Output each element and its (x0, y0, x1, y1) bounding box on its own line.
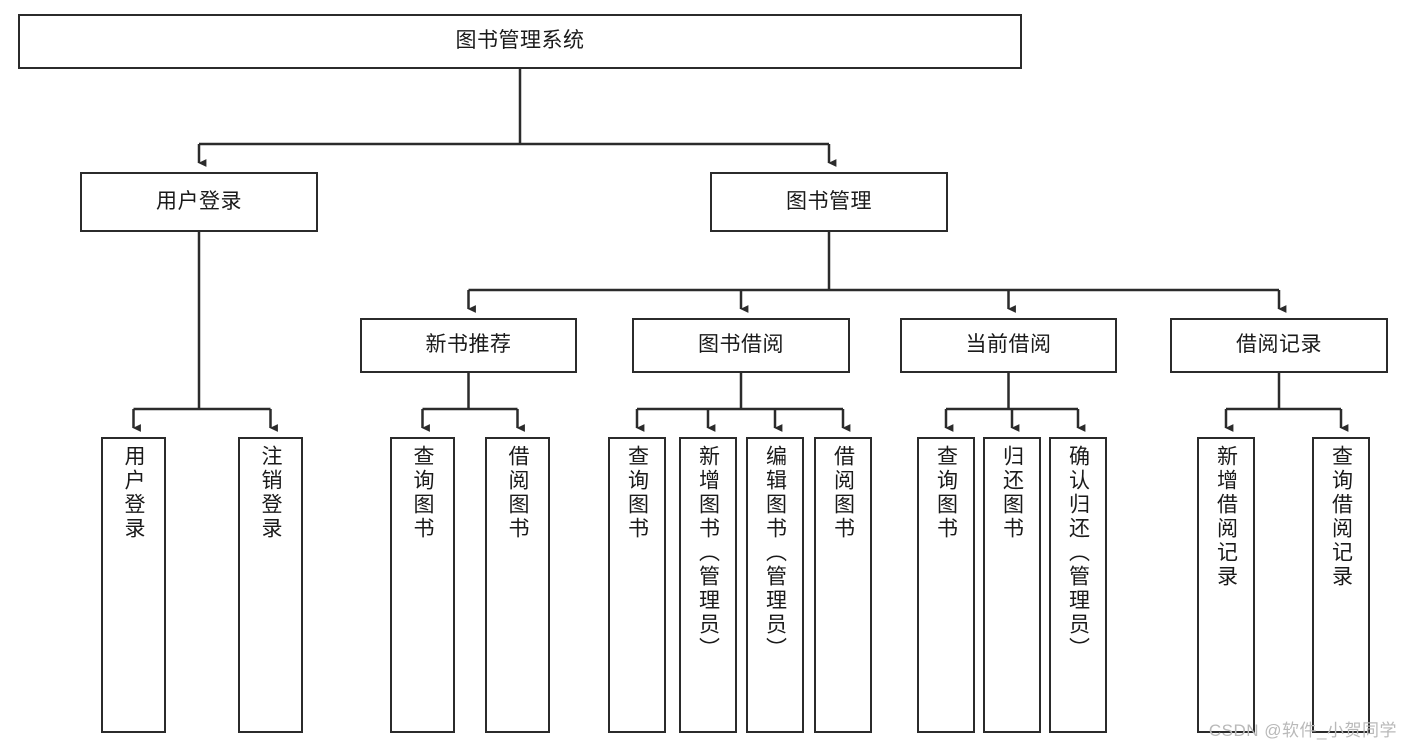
node-label: 图书管理 (786, 189, 872, 213)
node-leaf-logout[interactable]: 注销登录 (238, 437, 303, 733)
node-book-management[interactable]: 图书管理 (710, 172, 948, 232)
node-leaf-query-book-2[interactable]: 查询图书 (608, 437, 666, 733)
node-label: 查询图书 (625, 445, 649, 541)
node-label: 图书管理系统 (455, 29, 585, 53)
node-leaf-confirm-return[interactable]: 确认归还（管理员） (1049, 437, 1107, 733)
node-label: 图书借阅 (698, 333, 784, 357)
watermark: CSDN @软件_小贺同学 (1208, 721, 1397, 740)
node-label: 查询图书 (411, 445, 434, 541)
node-user-login[interactable]: 用户登录 (80, 172, 318, 232)
node-borrow-record[interactable]: 借阅记录 (1170, 318, 1388, 373)
node-leaf-query-book-3[interactable]: 查询图书 (917, 437, 975, 733)
node-leaf-add-record[interactable]: 新增借阅记录 (1197, 437, 1255, 733)
node-leaf-edit-book[interactable]: 编辑图书（管理员） (746, 437, 804, 733)
node-label: 注销登录 (259, 445, 282, 541)
node-label: 查询图书 (934, 445, 958, 541)
node-leaf-query-book-1[interactable]: 查询图书 (390, 437, 455, 733)
node-leaf-borrow-book-2[interactable]: 借阅图书 (814, 437, 872, 733)
node-current-borrow[interactable]: 当前借阅 (900, 318, 1117, 373)
node-label: 查询借阅记录 (1329, 445, 1353, 589)
node-new-book-recommend[interactable]: 新书推荐 (360, 318, 577, 373)
node-root[interactable]: 图书管理系统 (18, 14, 1022, 69)
node-label: 用户登录 (156, 189, 242, 213)
node-leaf-user-login[interactable]: 用户登录 (101, 437, 166, 733)
node-label: 借阅图书 (506, 445, 529, 541)
node-label: 编辑图书（管理员） (763, 445, 787, 661)
node-label: 借阅记录 (1236, 333, 1322, 357)
node-leaf-add-book[interactable]: 新增图书（管理员） (679, 437, 737, 733)
node-book-borrow[interactable]: 图书借阅 (632, 318, 850, 373)
node-leaf-return-book[interactable]: 归还图书 (983, 437, 1041, 733)
node-label: 新增借阅记录 (1214, 445, 1238, 589)
node-label: 新书推荐 (425, 333, 512, 357)
node-label: 新增图书（管理员） (696, 445, 720, 661)
node-label: 借阅图书 (831, 445, 855, 541)
node-label: 确认归还（管理员） (1066, 445, 1090, 661)
node-label: 当前借阅 (965, 333, 1052, 357)
node-leaf-borrow-book-1[interactable]: 借阅图书 (485, 437, 550, 733)
node-leaf-query-record[interactable]: 查询借阅记录 (1312, 437, 1370, 733)
node-label: 归还图书 (1000, 445, 1024, 541)
node-label: 用户登录 (122, 445, 145, 541)
